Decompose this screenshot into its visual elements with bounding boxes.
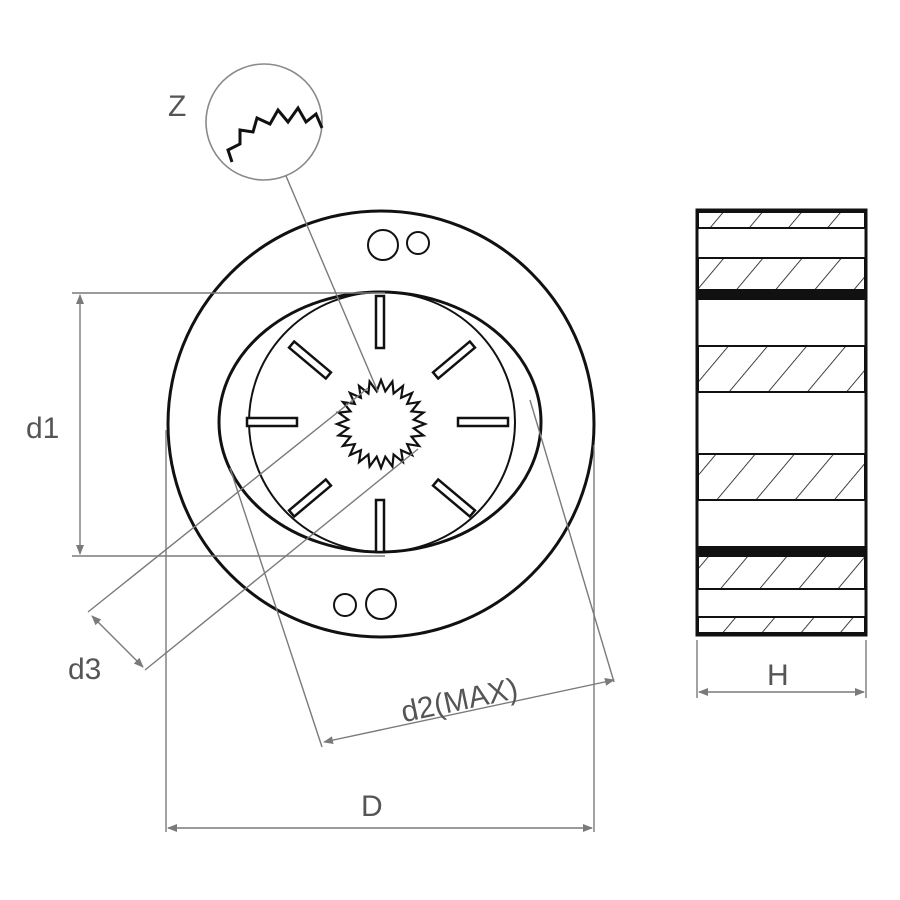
d3-label: d3 (68, 653, 101, 686)
slot-top-right (431, 339, 477, 381)
dimension-d3: d3 (68, 387, 419, 686)
band-lower-mid (697, 453, 866, 501)
D-label: D (361, 790, 383, 823)
d3-dimension-line (91, 615, 144, 668)
band-solid-top (697, 290, 866, 300)
d1-label: d1 (26, 412, 59, 445)
bolt-hole-small-top (406, 231, 430, 255)
side-outline (695, 208, 868, 637)
radial-slots (245, 294, 510, 554)
slot-top-left (287, 339, 333, 381)
d2-label: d2(MAX) (398, 672, 521, 729)
band-upper-mid (697, 345, 866, 393)
band-solid-bottom (697, 546, 866, 556)
bolt-hole-large-bottom (365, 588, 397, 620)
H-label: H (767, 659, 789, 692)
slot-top (374, 294, 386, 350)
slot-left (245, 416, 299, 428)
band-top-thick (697, 257, 866, 291)
side-view (695, 208, 868, 637)
detail-leader (285, 175, 379, 393)
d2-dimension-line (323, 677, 615, 745)
slot-bottom (374, 498, 386, 554)
dimension-D: D (165, 430, 595, 832)
slot-bottom-right (431, 477, 477, 519)
band-bottom-thin (697, 616, 866, 634)
front-view (166, 209, 596, 639)
dimension-d1: d1 (26, 292, 385, 557)
slot-bottom-left (287, 477, 333, 519)
detail-label: Z (168, 90, 186, 123)
dimension-H: H (696, 640, 867, 698)
band-top-thin (697, 211, 866, 229)
detail-teeth (226, 105, 324, 163)
center-gear (333, 376, 429, 472)
slot-right (456, 416, 510, 428)
band-bottom-thick (697, 555, 866, 590)
outer-rim (166, 209, 596, 639)
bolt-hole-large-top (367, 229, 399, 261)
bolt-hole-small-bottom (333, 593, 357, 617)
detail-z: Z (168, 63, 379, 393)
